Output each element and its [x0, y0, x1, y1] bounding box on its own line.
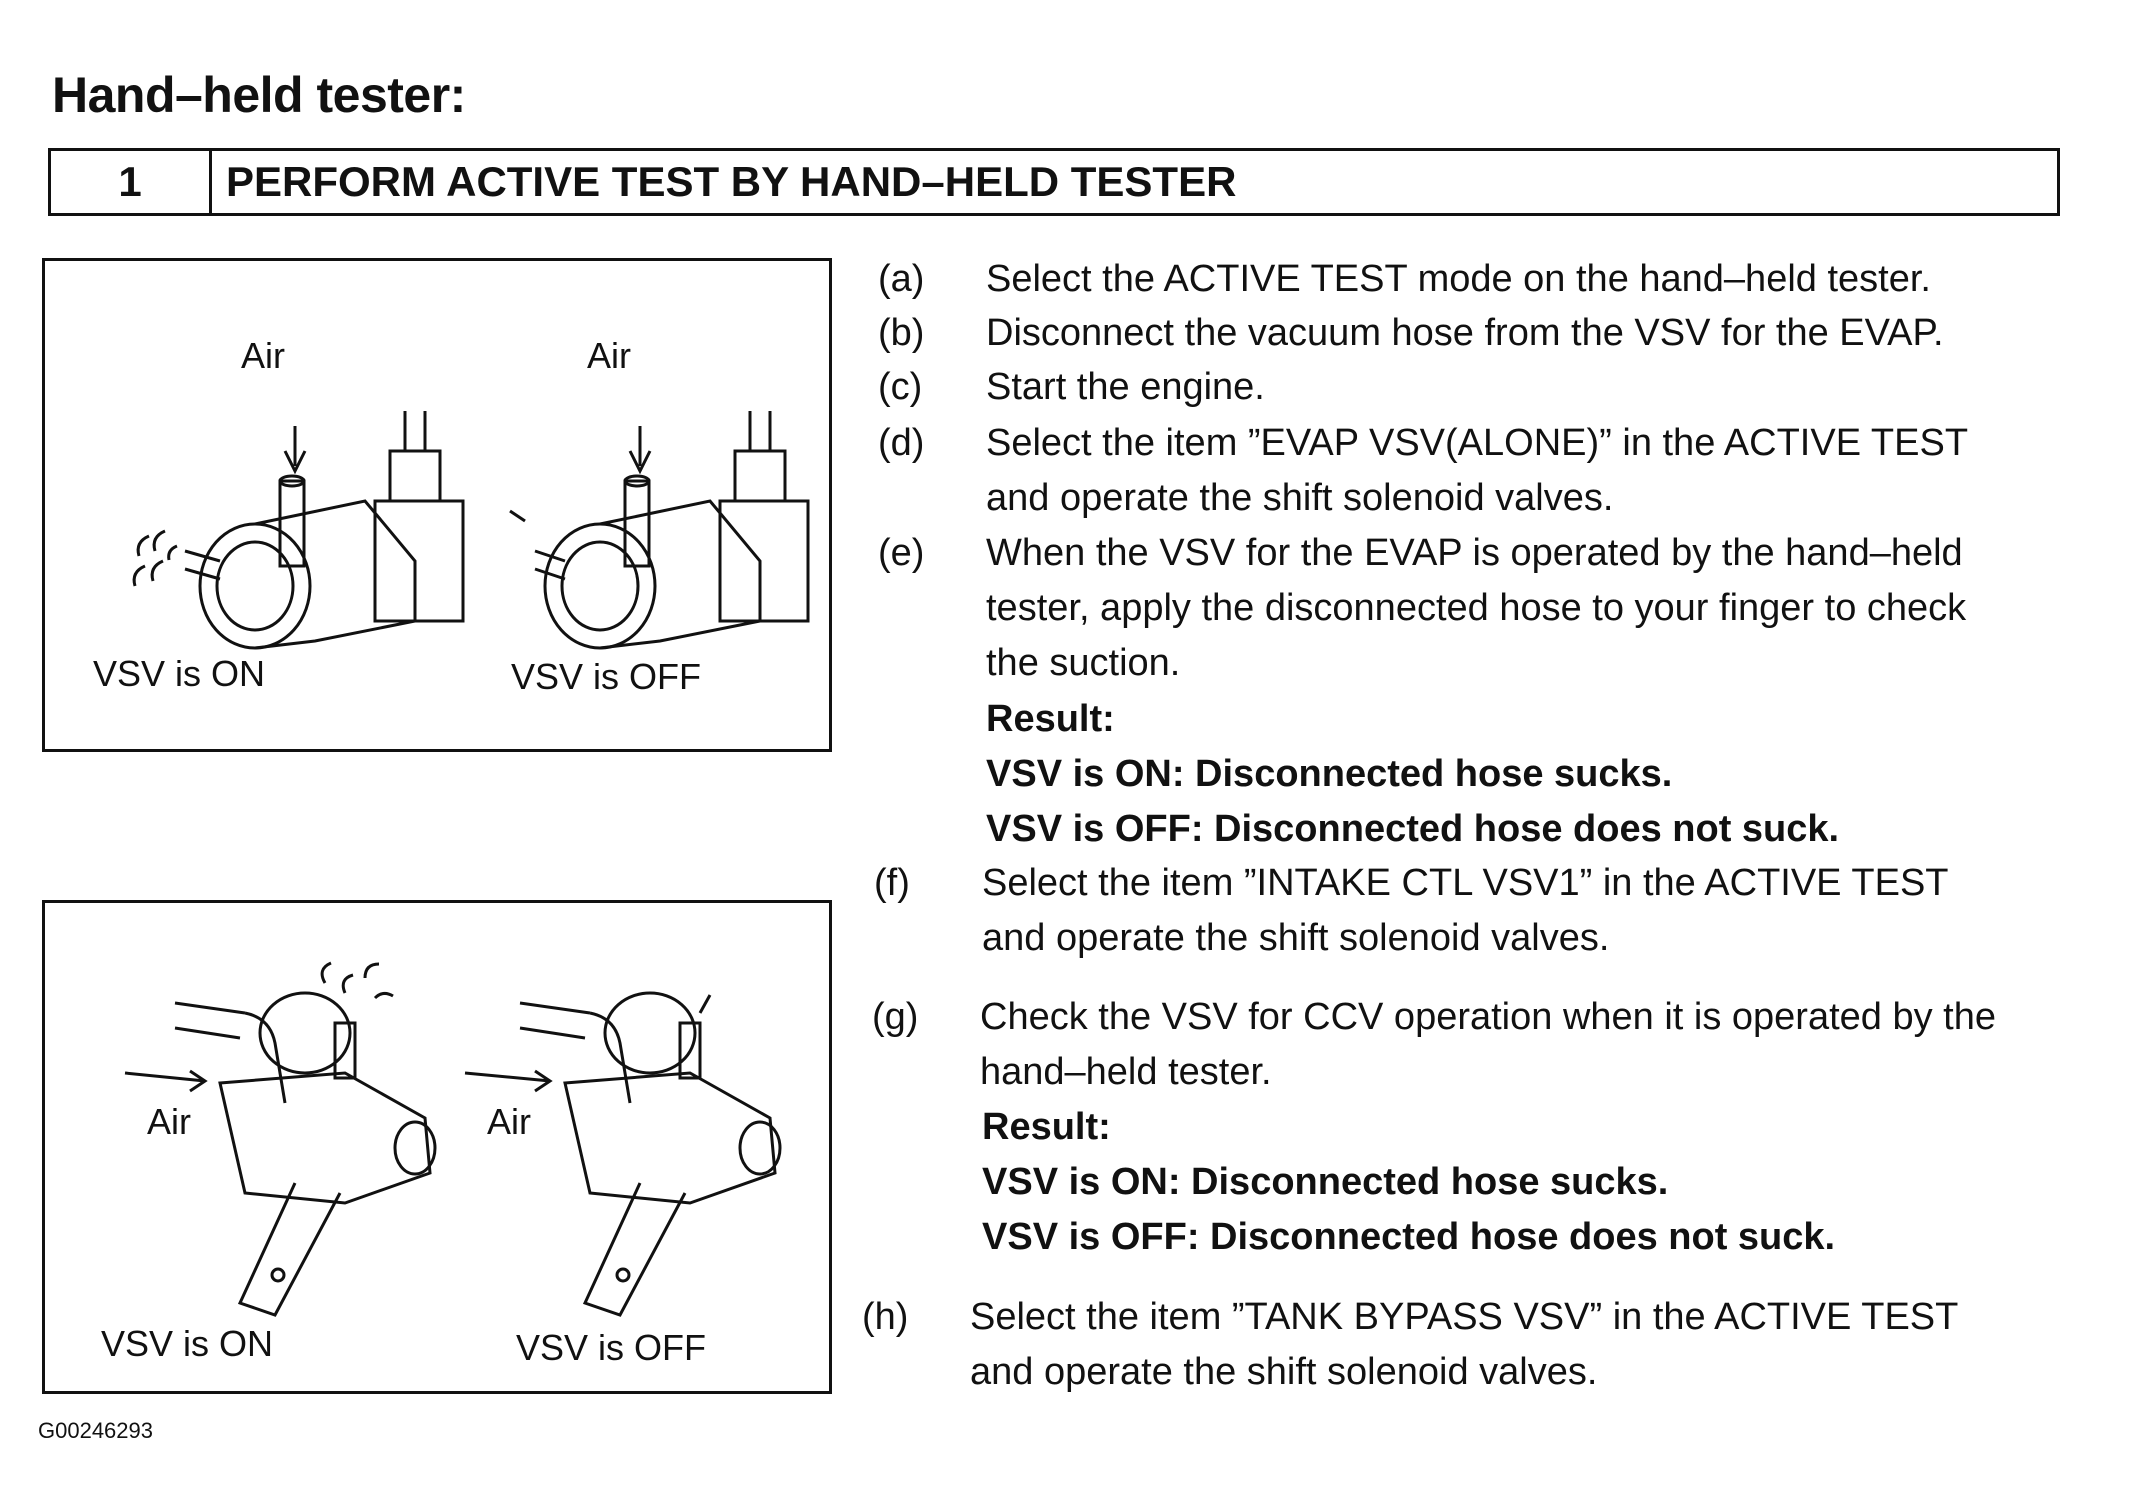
ccv-vsv-off-drawing	[464, 991, 782, 1317]
ccv-vsv-on-drawing	[124, 961, 437, 1317]
step-header: 1 PERFORM ACTIVE TEST BY HAND–HELD TESTE…	[48, 148, 2060, 216]
step-letter: (a)	[878, 258, 925, 300]
ccv-vsv-illustration	[124, 961, 782, 1317]
step-text: Select the item ”TANK BYPASS VSV” in the…	[970, 1296, 1959, 1338]
vsv-on-label: VSV is ON	[101, 1323, 274, 1364]
step-title: PERFORM ACTIVE TEST BY HAND–HELD TESTER	[226, 158, 1237, 205]
step-text: Select the ACTIVE TEST mode on the hand–…	[986, 258, 1931, 300]
evap-vsv-figure: Air Air VSV is ON VSV is OFF	[42, 258, 832, 752]
step-text: Start the engine.	[986, 366, 1265, 408]
step-letter: (f)	[874, 862, 910, 904]
evap-vsv-illustration	[132, 411, 810, 650]
step-letter: (c)	[878, 366, 923, 408]
step-text: Disconnect the vacuum hose from the VSV …	[986, 312, 1944, 354]
step-text: When the VSV for the EVAP is operated by…	[986, 532, 1963, 574]
step-number: 1	[51, 151, 212, 213]
step-letter: (b)	[878, 312, 925, 354]
step-text: hand–held tester.	[980, 1051, 1272, 1093]
step-text: and operate the shift solenoid valves.	[986, 477, 1614, 519]
result-g-heading: Result:	[982, 1106, 1111, 1148]
step-text: Select the item ”INTAKE CTL VSV1” in the…	[982, 862, 1949, 904]
step-text: Check the VSV for CCV operation when it …	[980, 996, 1996, 1038]
result-e-heading: Result:	[986, 698, 1115, 740]
page-title: Hand–held tester:	[52, 67, 466, 123]
step-text: the suction.	[986, 642, 1181, 684]
air-label-left: Air	[241, 335, 285, 376]
step-text: tester, apply the disconnected hose to y…	[986, 587, 1967, 629]
step-letter: (d)	[878, 422, 925, 464]
vsv-off-label: VSV is OFF	[516, 1327, 707, 1368]
ccv-vsv-figure: Air Air VSV is ON VSV is OFF	[42, 900, 832, 1394]
air-label-right: Air	[587, 335, 631, 376]
step-text: and operate the shift solenoid valves.	[970, 1351, 1598, 1393]
figure-id: G00246293	[38, 1418, 153, 1443]
result-e-on: VSV is ON: Disconnected hose sucks.	[986, 753, 1673, 795]
vsv-on-drawing	[132, 411, 465, 650]
result-e-off: VSV is OFF: Disconnected hose does not s…	[986, 808, 1840, 850]
step-letter: (g)	[872, 996, 919, 1038]
vsv-on-label: VSV is ON	[93, 653, 266, 694]
step-text: and operate the shift solenoid valves.	[982, 917, 1610, 959]
step-letter: (h)	[862, 1296, 909, 1338]
step-letter: (e)	[878, 532, 925, 574]
result-g-off: VSV is OFF: Disconnected hose does not s…	[982, 1216, 1836, 1258]
air-label-right: Air	[487, 1101, 531, 1142]
vsv-off-label: VSV is OFF	[511, 656, 702, 697]
air-label-left: Air	[147, 1101, 191, 1142]
vsv-off-drawing	[509, 411, 810, 650]
result-g-on: VSV is ON: Disconnected hose sucks.	[982, 1161, 1669, 1203]
step-text: Select the item ”EVAP VSV(ALONE)” in the…	[986, 422, 1969, 464]
